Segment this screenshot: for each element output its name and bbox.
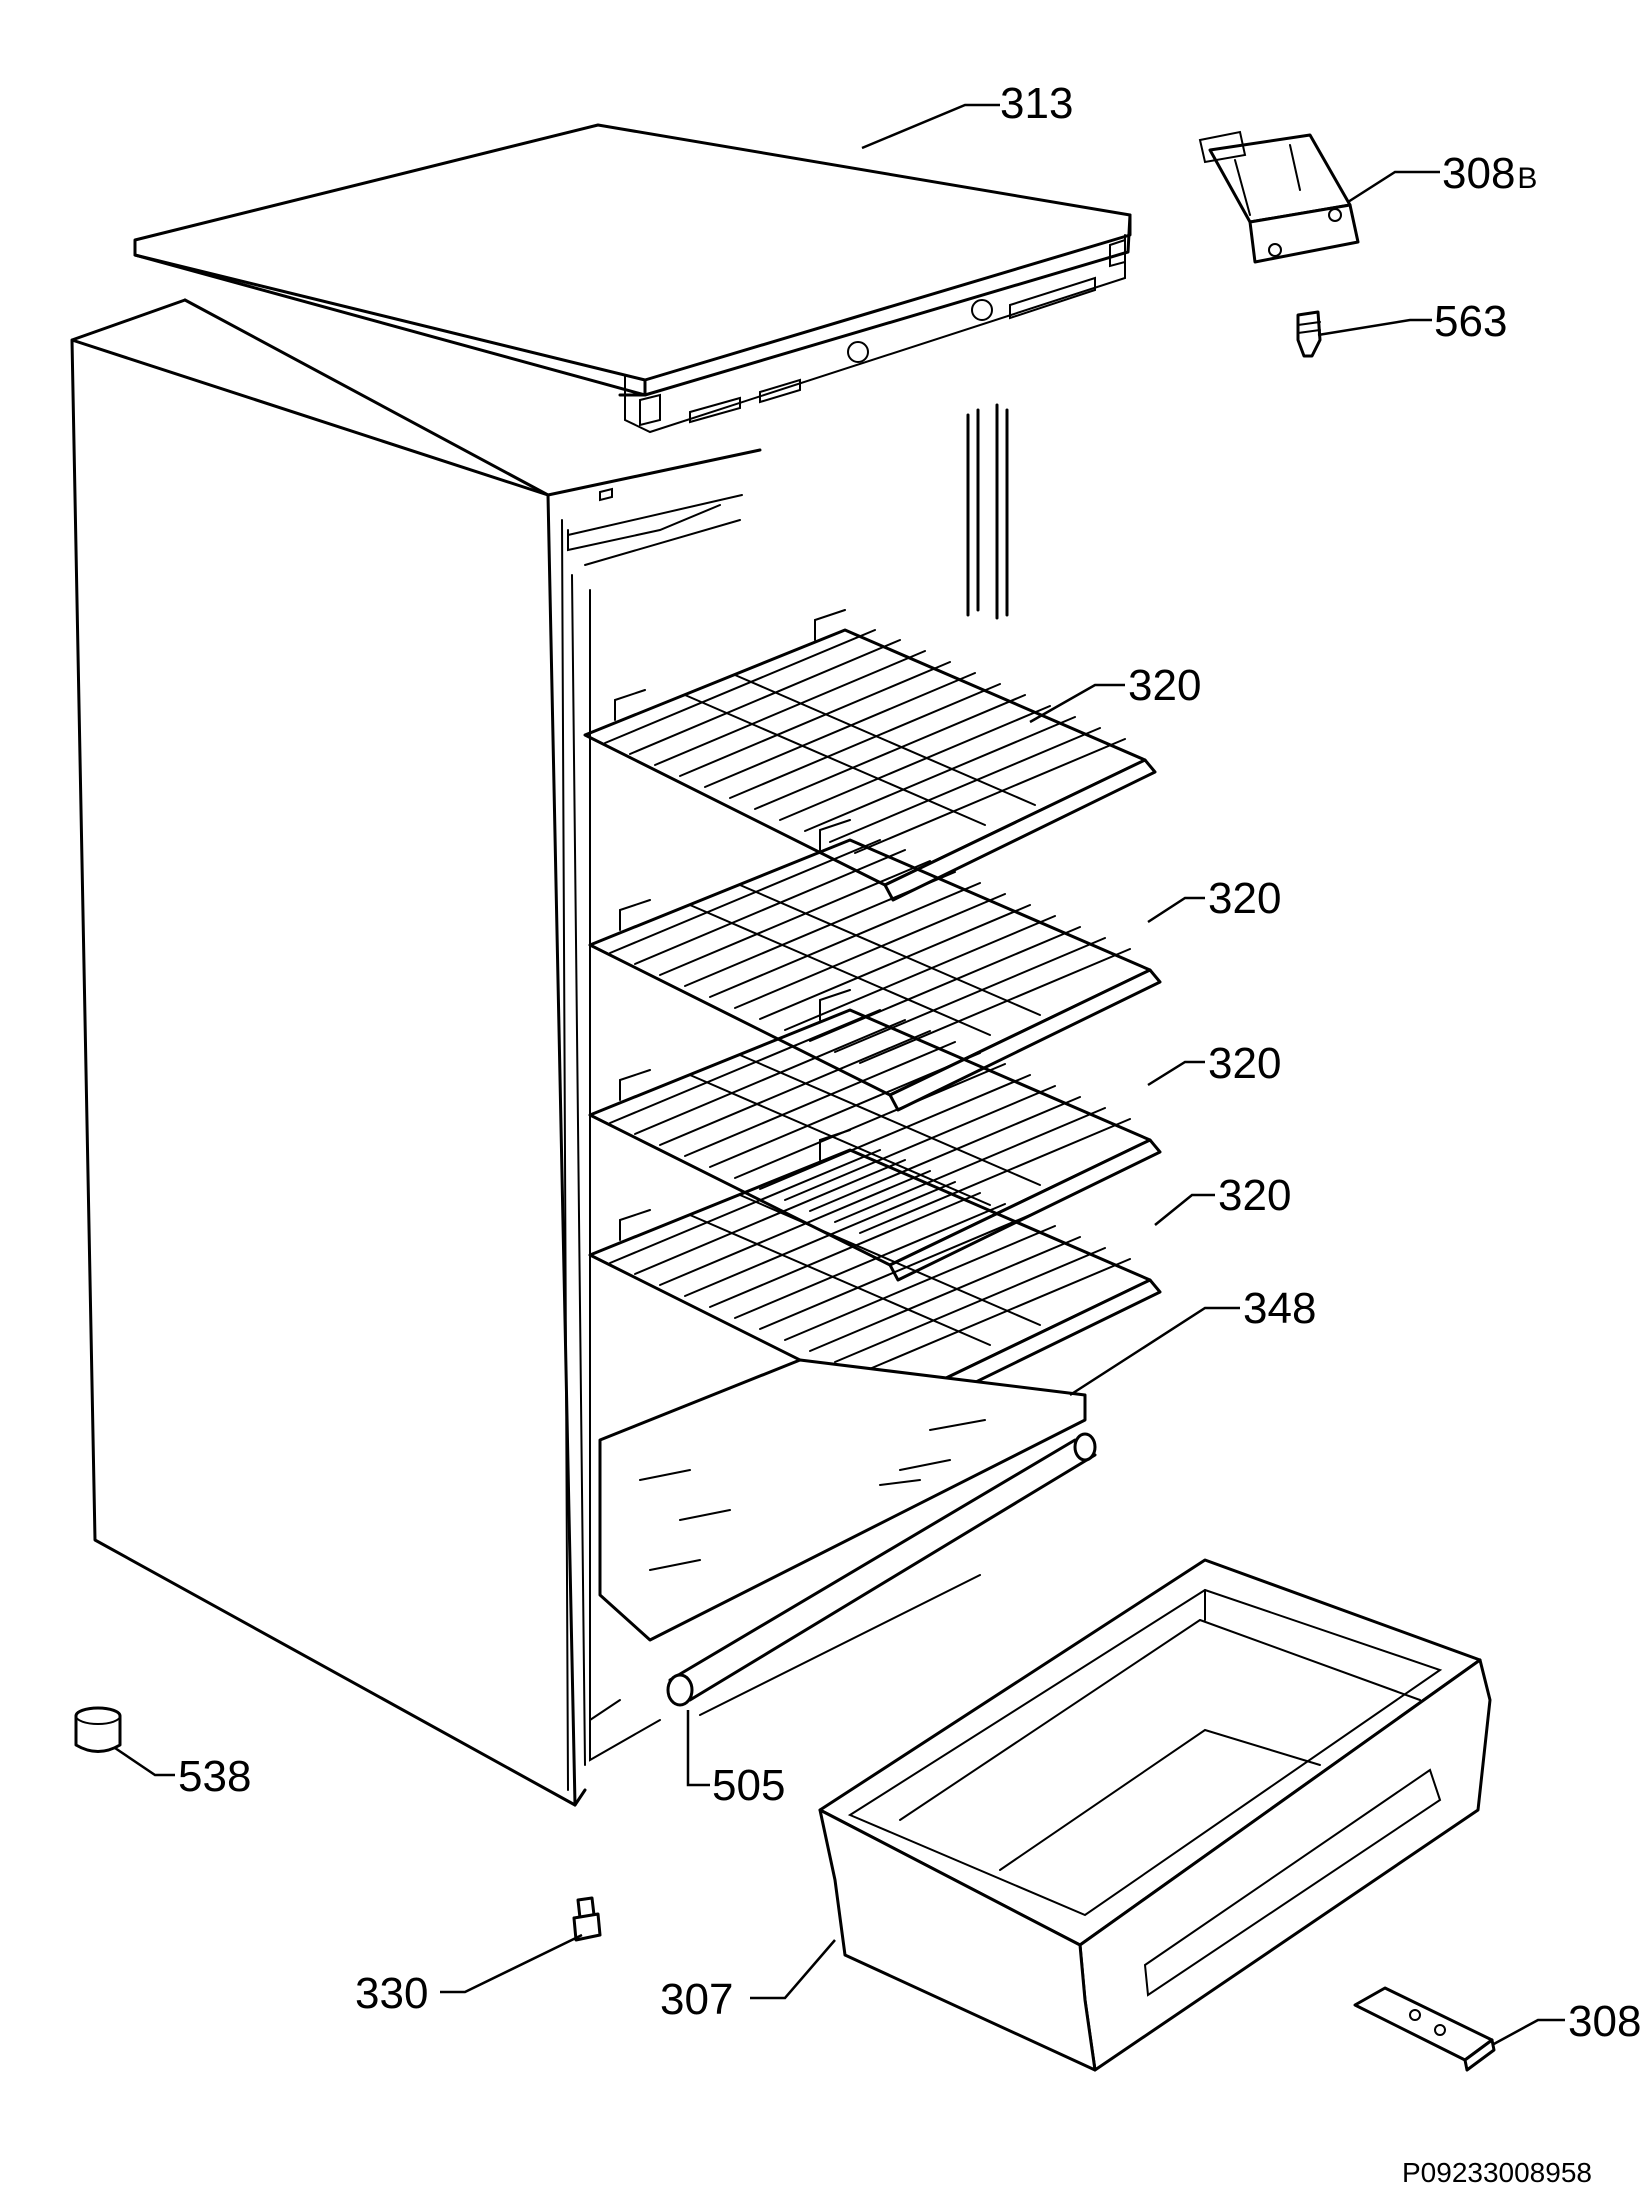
- label-330: 330: [355, 1969, 428, 2018]
- label-538: 538: [178, 1752, 251, 1801]
- crisper-drawer-part: [818, 1558, 1492, 2072]
- label-563: 563: [1434, 297, 1507, 346]
- top-cover-part: [133, 123, 1132, 434]
- adjustable-foot-part: [572, 1896, 602, 1942]
- label-308b: 308B: [1442, 149, 1537, 198]
- label-308b-suffix: B: [1517, 162, 1537, 195]
- label-313: 313: [1000, 79, 1073, 128]
- label-320-shelf-1: 320: [1128, 661, 1201, 710]
- shelf-strip-part: [666, 1432, 1097, 1716]
- wire-shelf-1: [583, 608, 1157, 902]
- leader-lines: [114, 103, 1565, 2047]
- bottom-hinge-part: [1353, 1986, 1496, 2072]
- label-348: 348: [1243, 1284, 1316, 1333]
- foot-part: [74, 1706, 122, 1753]
- cabinet-body: [70, 298, 1009, 1807]
- drawing-id: P09233008958: [1402, 2157, 1592, 2188]
- label-320-shelf-2: 320: [1208, 874, 1281, 923]
- label-320-shelf-4: 320: [1218, 1171, 1291, 1220]
- top-screw-part: [1296, 310, 1322, 358]
- label-308: 308: [1568, 1997, 1641, 2046]
- wire-shelf-2: [588, 818, 1162, 1112]
- top-hinge-part: [1198, 130, 1360, 264]
- label-320-shelf-3: 320: [1208, 1039, 1281, 1088]
- label-505: 505: [712, 1761, 785, 1810]
- label-307: 307: [660, 1975, 733, 2024]
- label-308b-number: 308: [1442, 149, 1515, 198]
- glass-shelf-part: [598, 1358, 1087, 1642]
